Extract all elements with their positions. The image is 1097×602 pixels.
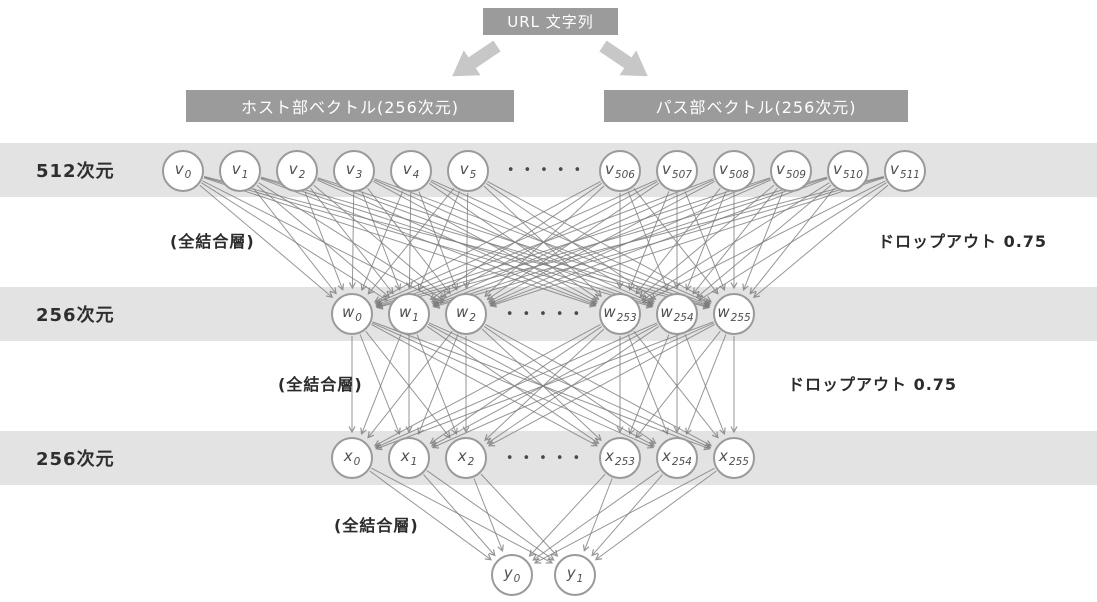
- layer-band-256-hidden2: [0, 431, 1097, 485]
- layer-band-256-hidden1: [0, 287, 1097, 341]
- ellipsis-dots-hidden1: •••••: [505, 306, 590, 322]
- split-arrow-left-icon: [452, 40, 501, 77]
- dim-label-256-hidden2: 256次元: [36, 449, 115, 470]
- ellipsis-dots-512: •••••: [506, 162, 591, 178]
- ellipsis-dots-hidden2: •••••: [505, 450, 590, 466]
- dim-label-256-hidden1: 256次元: [36, 305, 115, 326]
- host-vector-box: ホスト部ベクトル(256次元): [186, 90, 514, 122]
- dim-label-512: 512次元: [36, 161, 115, 182]
- path-vector-box: パス部ベクトル(256次元): [604, 90, 908, 122]
- edge-lines: [199, 176, 889, 564]
- url-string-box: URL 文字列: [483, 8, 618, 35]
- fully-connected-label-3: (全結合層): [334, 516, 419, 535]
- split-arrow-right-icon: [599, 40, 648, 77]
- dropout-label-2: ドロップアウト 0.75: [788, 375, 958, 394]
- fully-connected-label-2: (全結合層): [278, 375, 363, 394]
- fully-connected-label-1: (全結合層): [170, 232, 255, 251]
- dropout-label-1: ドロップアウト 0.75: [878, 232, 1048, 251]
